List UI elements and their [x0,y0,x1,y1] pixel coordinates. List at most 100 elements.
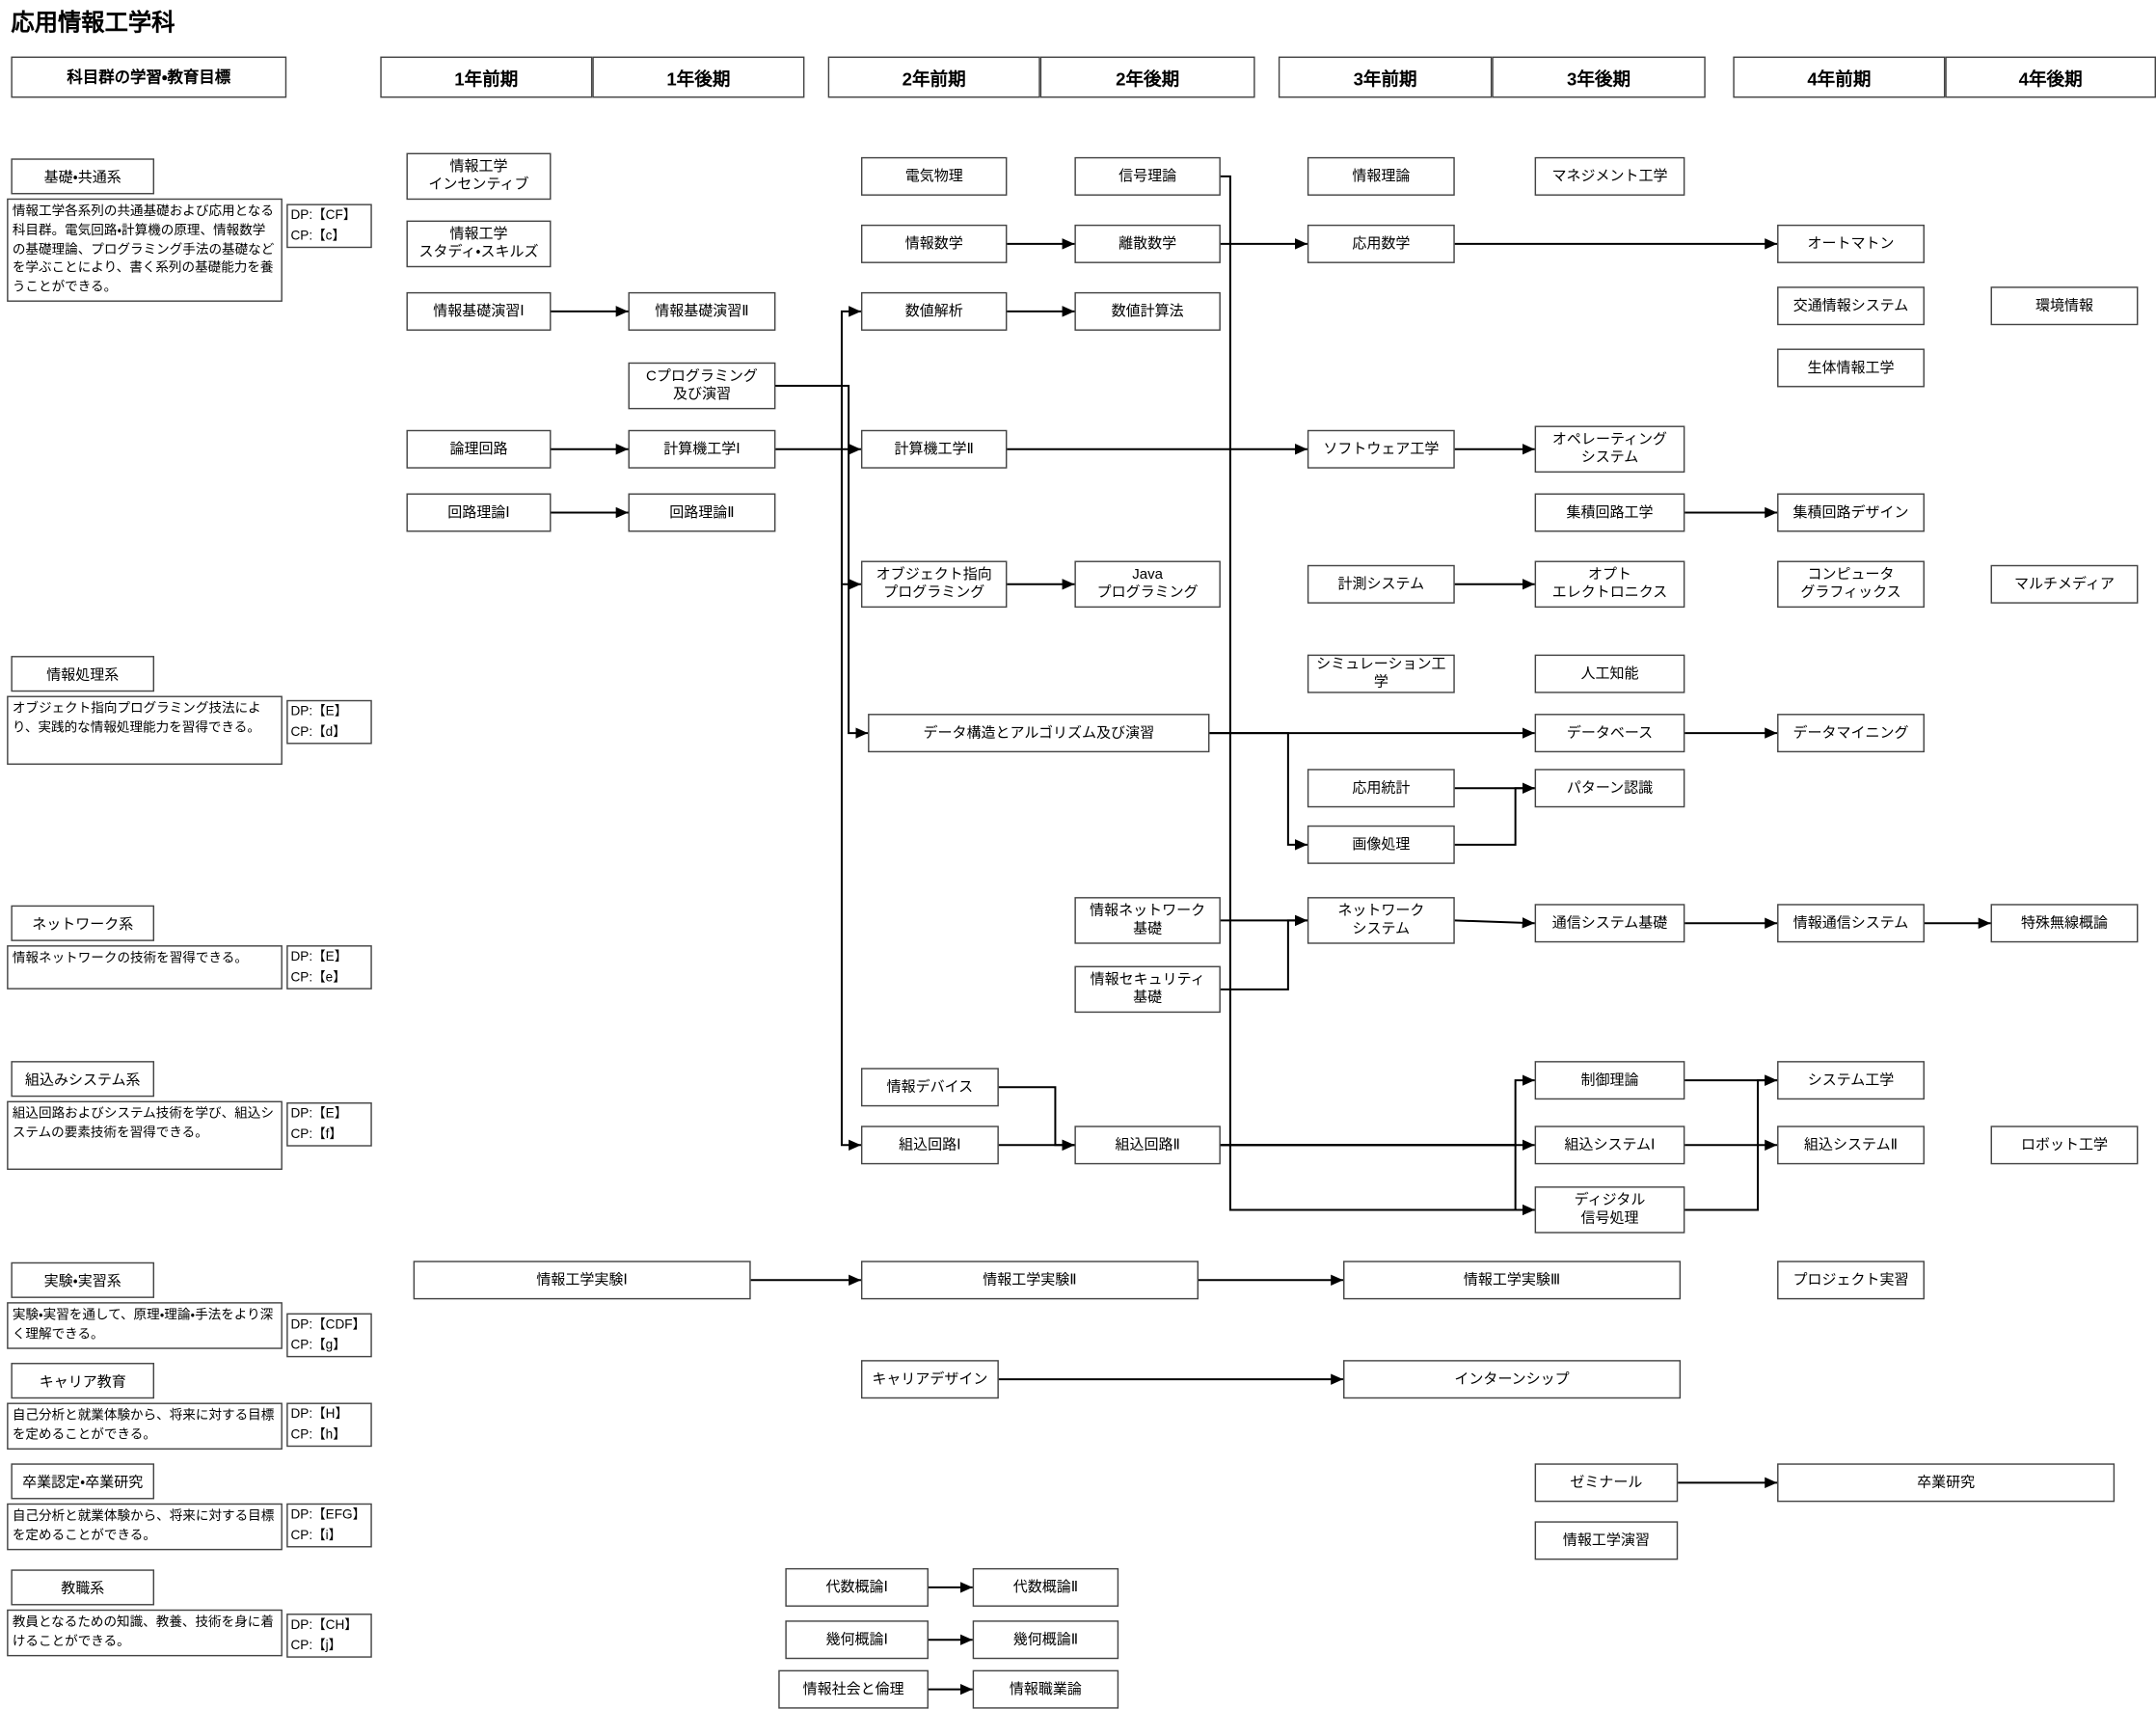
course-simulation: シミュレーション工学 [1307,654,1455,693]
course-keisanki-2: 計算機工学Ⅱ [860,429,1008,469]
course-shingo-riron: 信号理論 [1074,156,1221,196]
course-shuseki-kairo: 集積回路工学 [1534,493,1685,532]
course-management: マネジメント工学 [1534,156,1685,196]
edge-c-programming-to-suuchi-kaiseki [775,306,861,388]
header-semester-6: 3年後期 [1492,56,1706,98]
course-daisu-1: 代数概論Ⅰ [785,1567,929,1607]
course-security-kiso: 情報セキュリティ 基礎 [1074,965,1221,1014]
course-kika-1: 幾何概論Ⅰ [785,1620,929,1660]
header-semester-4: 2年後期 [1039,56,1255,98]
course-kiso-enshu-2: 情報基礎演習Ⅱ [628,291,776,331]
course-jouhou-riron: 情報理論 [1307,156,1455,196]
edge-network-system-to-tsushin-kiso [1454,917,1535,929]
edge-c-programming-to-kumikomi-kairo-1 [775,385,861,1152]
course-ai: 人工知能 [1534,654,1685,693]
course-daisu-2: 代数概論Ⅱ [972,1567,1119,1607]
edge-data-structure-to-gazou [1209,732,1307,851]
course-kika-2: 幾何概論Ⅱ [972,1620,1119,1660]
course-keisoku: 計測システム [1307,564,1455,604]
course-study-skills: 情報工学 スタディ・スキルズ [406,220,552,268]
course-database: データベース [1534,714,1685,753]
course-oop: オブジェクト指向 プログラミング [860,560,1008,609]
course-incentive: 情報工学 インセンティブ [406,152,552,201]
category-title-6: キャリア教育 [11,1363,155,1399]
course-internship: インターンシップ [1343,1360,1682,1399]
course-ouyou-toukei: 応用統計 [1307,769,1455,808]
course-kiso-enshu-1: 情報基礎演習Ⅰ [406,291,552,331]
course-kotsu: 交通情報システム [1777,286,1925,326]
course-network-system: ネットワーク システム [1307,897,1455,944]
page-title: 応用情報工学科 [11,10,175,37]
course-software: ソフトウェア工学 [1307,429,1455,469]
category-dp-cp-4: DP:【E】 CP:【f】 [286,1102,372,1147]
category-description-7: 自己分析と就業体験から、将来に対する目標を定めることができる。 [7,1503,283,1551]
course-project: プロジェクト実習 [1777,1261,1925,1300]
course-gazou: 画像処理 [1307,825,1455,864]
header-semester-7: 4年前期 [1733,56,1946,98]
course-kumikomi-kairo-2: 組込回路Ⅱ [1074,1126,1221,1165]
category-title-4: 組込みシステム系 [11,1061,155,1098]
category-description-4: 組込回路およびシステム技術を学び、組込システムの要素技術を習得できる。 [7,1100,283,1171]
course-tsushin-kiso: 通信システム基礎 [1534,904,1685,943]
course-jouhou-sugaku: 情報数学 [860,224,1008,263]
course-risan-sugaku: 離散数学 [1074,224,1221,263]
category-dp-cp-2: DP:【E】 CP:【d】 [286,699,372,745]
category-dp-cp-8: DP:【CH】 CP:【j】 [286,1614,372,1658]
course-data-structure: データ構造とアルゴリズム及び演習 [868,714,1210,753]
category-dp-cp-5: DP:【CDF】 CP:【g】 [286,1313,372,1358]
category-dp-cp-7: DP:【EFG】 CP:【i】 [286,1503,372,1548]
course-automaton: オートマトン [1777,224,1925,263]
course-denki-butsuri: 電気物理 [860,156,1008,196]
course-opto: オプト エレクトロニクス [1534,560,1685,609]
header-semester-1: 1年前期 [380,56,593,98]
course-ronri-kairo: 論理回路 [406,429,552,469]
course-kairo-riron-2: 回路理論Ⅱ [628,493,776,532]
category-title-2: 情報処理系 [11,656,155,692]
course-system-kogaku: システム工学 [1777,1061,1925,1100]
course-seitai: 生体情報工学 [1777,348,1925,388]
course-java: Java プログラミング [1074,560,1221,609]
course-os: オペレーティング システム [1534,425,1685,474]
course-kankyo: 環境情報 [1990,286,2139,326]
category-description-6: 自己分析と就業体験から、将来に対する目標を定めることができる。 [7,1402,283,1451]
category-dp-cp-3: DP:【E】 CP:【e】 [286,945,372,990]
course-network-kiso: 情報ネットワーク 基礎 [1074,897,1221,944]
course-suuchi-keisan: 数値計算法 [1074,291,1221,331]
course-jouhou-tsushin: 情報通信システム [1777,904,1925,943]
course-data-mining: データマイニング [1777,714,1925,753]
edge-c-programming-to-oop [775,385,861,590]
course-jikken-3: 情報工学実験Ⅲ [1343,1261,1682,1300]
category-title-8: 教職系 [11,1569,155,1606]
course-jikken-2: 情報工学実験Ⅱ [860,1261,1199,1300]
header-semester-2: 1年後期 [592,56,805,98]
edge-c-programming-to-data-structure [775,385,869,739]
course-jikken-1: 情報工学実験Ⅰ [413,1261,751,1300]
category-description-5: 実験・実習を通して、原理・理論・手法をより深く理解できる。 [7,1302,283,1349]
edge-jouhou-device-to-kumikomi-kairo-2 [998,1086,1075,1152]
course-keisanki-1: 計算機工学Ⅰ [628,429,776,469]
header-semester-8: 4年後期 [1945,56,2156,98]
course-seigyo: 制御理論 [1534,1061,1685,1100]
edge-kumikomi-kairo-2-to-seigyo [1220,1074,1535,1147]
category-dp-cp-6: DP:【H】 CP:【h】 [286,1402,372,1448]
category-title-7: 卒業認定・卒業研究 [11,1463,155,1500]
edge-security-kiso-to-network-system [1220,914,1307,990]
header-goal-label: 科目群の学習・教育目標 [11,56,287,98]
course-digital-signal: ディジタル 信号処理 [1534,1186,1685,1234]
course-ouyou-sugaku: 応用数学 [1307,224,1455,263]
course-c-programming: Cプログラミング 及び演習 [628,362,776,410]
course-jouhou-enshu: 情報工学演習 [1534,1521,1679,1560]
course-tokushu-musen: 特殊無線概論 [1990,904,2139,943]
course-kumikomi-kairo-1: 組込回路Ⅰ [860,1126,999,1165]
edge-gazou-to-pattern [1454,782,1535,846]
course-kumikomi-sys-1: 組込システムⅠ [1534,1126,1685,1165]
course-shuseki-design: 集積回路デザイン [1777,493,1925,532]
course-jouhou-shakai: 情報社会と倫理 [778,1669,929,1709]
course-career-design: キャリアデザイン [860,1360,999,1399]
course-pattern: パターン認識 [1534,769,1685,808]
course-sotsugyo: 卒業研究 [1777,1463,2116,1503]
category-description-3: 情報ネットワークの技術を習得できる。 [7,945,283,990]
course-kumikomi-sys-2: 組込システムⅡ [1777,1126,1925,1165]
edge-digital-signal-to-system-kogaku [1684,1074,1778,1211]
